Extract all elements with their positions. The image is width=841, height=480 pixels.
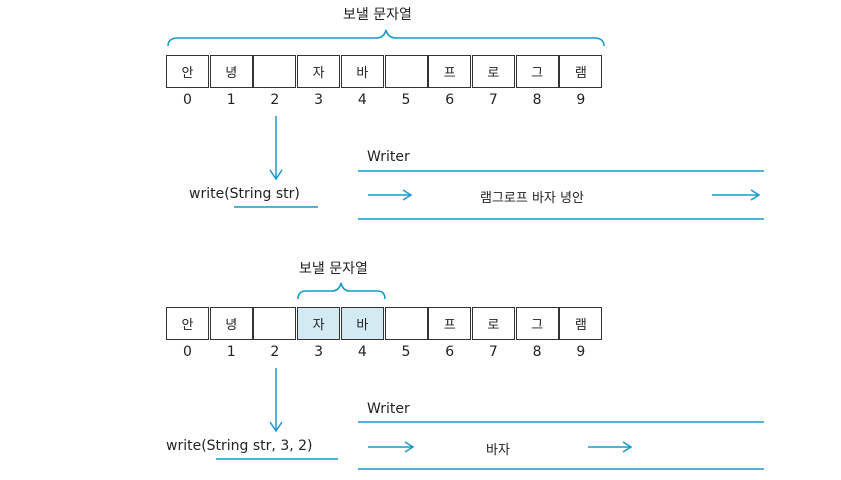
char-cell: 자: [297, 307, 341, 340]
char-cell: 그: [515, 307, 559, 340]
char-cell: 램: [559, 307, 603, 340]
index-label: 4: [357, 92, 367, 108]
char-cell: 바: [340, 55, 384, 88]
char-cell: 프: [428, 307, 472, 340]
brace-1: [167, 29, 605, 47]
char-cell: 프: [428, 55, 472, 88]
index-label: 8: [532, 344, 542, 360]
index-label: 7: [488, 92, 498, 108]
send-string-label-2: 보낼 문자열: [299, 261, 368, 277]
char-cell: 램: [559, 55, 603, 88]
index-label: 5: [401, 344, 411, 360]
index-label: 4: [357, 344, 367, 360]
index-label: 9: [576, 344, 586, 360]
index-label: 1: [226, 92, 236, 108]
char-cell: [253, 55, 297, 88]
index-label: 8: [532, 92, 542, 108]
index-label: 1: [226, 344, 236, 360]
writer-output-1: 램그로프 바자 녕안: [480, 191, 584, 206]
index-label: 2: [270, 344, 280, 360]
char-cell: [253, 307, 297, 340]
index-label: 7: [488, 344, 498, 360]
char-cell: 안: [166, 307, 209, 340]
writer-label-2: Writer: [367, 401, 410, 417]
char-cell: 녕: [209, 55, 253, 88]
index-label: 2: [270, 92, 280, 108]
char-cell: 녕: [209, 307, 253, 340]
char-cell: 자: [297, 55, 341, 88]
char-cell: 바: [340, 307, 384, 340]
char-cell: 로: [471, 55, 515, 88]
write-method-1: write(String str): [189, 186, 300, 202]
index-label: 0: [183, 92, 192, 108]
index-label: 9: [576, 92, 586, 108]
char-cell: 로: [471, 307, 515, 340]
index-label: 3: [314, 92, 324, 108]
char-cell: [384, 307, 428, 340]
index-label: 0: [183, 344, 192, 360]
index-label: 5: [401, 92, 411, 108]
char-cell: [384, 55, 428, 88]
brace-2: [297, 282, 386, 300]
writer-label-1: Writer: [367, 149, 410, 165]
char-cell: 그: [515, 55, 559, 88]
write-method-2: write(String str, 3, 2): [166, 438, 313, 454]
writer-output-2: 바자: [486, 443, 510, 458]
char-cell: 안: [166, 55, 209, 88]
index-label: 6: [445, 344, 455, 360]
index-label: 6: [445, 92, 455, 108]
index-label: 3: [314, 344, 324, 360]
send-string-label-1: 보낼 문자열: [343, 7, 412, 23]
